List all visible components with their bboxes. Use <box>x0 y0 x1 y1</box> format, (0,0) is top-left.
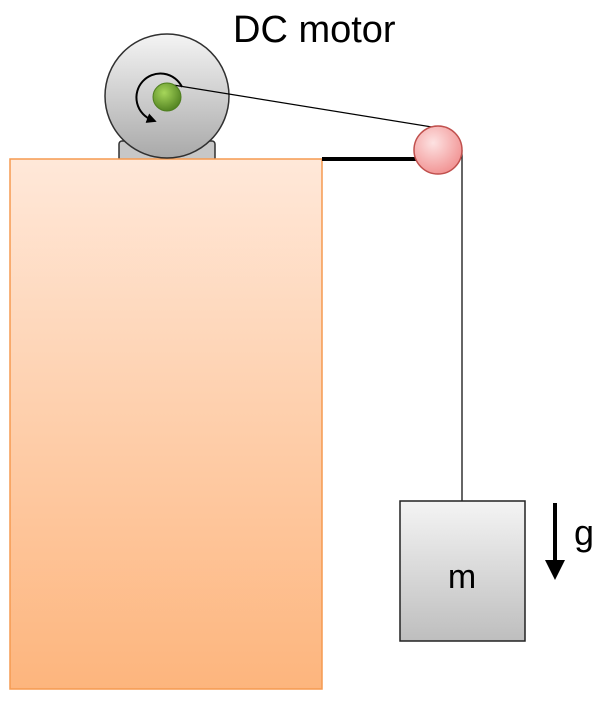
string-motor-to-pulley <box>166 83 439 129</box>
gravity-arrow-head <box>545 560 565 580</box>
hanging-mass <box>399 500 526 642</box>
table-block <box>9 158 323 690</box>
motor-shaft <box>152 82 182 112</box>
gravity-label: g <box>574 512 594 553</box>
motor-label: DC motor <box>233 9 396 51</box>
mass-label: m <box>448 558 476 596</box>
rotation-arrow-icon <box>135 72 183 123</box>
pulley <box>413 125 463 175</box>
